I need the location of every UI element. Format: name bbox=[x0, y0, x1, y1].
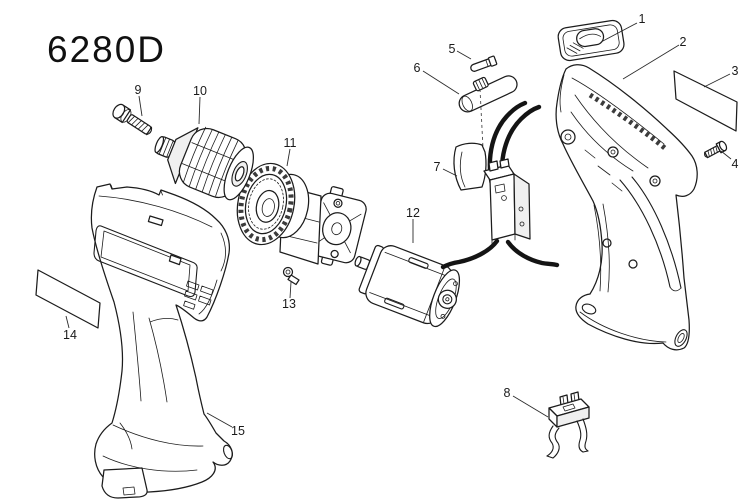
part-label-10: 10 bbox=[193, 84, 207, 98]
part-label-9: 9 bbox=[135, 83, 142, 97]
part-label-15: 15 bbox=[231, 424, 245, 438]
leader-10 bbox=[198, 96, 201, 125]
leader-13 bbox=[289, 281, 292, 299]
part-label-12: 12 bbox=[406, 206, 420, 220]
part-8-battery-terminal-drawing bbox=[546, 391, 590, 459]
part-12-motor-drawing bbox=[354, 244, 461, 328]
part-5-pin-drawing bbox=[470, 55, 498, 72]
part-label-8: 8 bbox=[504, 386, 511, 400]
leader-9 bbox=[138, 95, 143, 117]
leader-11 bbox=[286, 148, 291, 167]
part-label-14: 14 bbox=[63, 328, 77, 342]
part-14-side-label-drawing bbox=[35, 269, 101, 329]
model-number: 6280D bbox=[47, 29, 166, 70]
part-6-alignment-dashed-line bbox=[479, 88, 484, 149]
leader-15 bbox=[206, 412, 233, 428]
leader-5 bbox=[456, 50, 472, 60]
part-label-13: 13 bbox=[282, 297, 296, 311]
part-label-2: 2 bbox=[680, 35, 687, 49]
part-10-drill-chuck-drawing bbox=[154, 126, 255, 201]
leader-1 bbox=[600, 22, 638, 43]
switch-wire-bottom-left bbox=[440, 238, 500, 270]
leader-4 bbox=[720, 150, 732, 160]
leader-3 bbox=[703, 73, 731, 88]
part-label-1: 1 bbox=[639, 12, 646, 26]
switch-wire-top-left bbox=[487, 100, 528, 188]
part-2-right-housing-drawing bbox=[555, 64, 698, 351]
part-label-7: 7 bbox=[434, 160, 441, 174]
leader-6 bbox=[422, 70, 460, 95]
part-11-gear-assembly-drawing bbox=[236, 162, 367, 266]
leader-7 bbox=[442, 168, 458, 177]
part-15-left-housing-drawing bbox=[90, 183, 234, 499]
part-label-4: 4 bbox=[732, 157, 739, 171]
part-label-6: 6 bbox=[414, 61, 421, 75]
leader-2 bbox=[622, 44, 680, 80]
part-4-tapping-screw-drawing bbox=[703, 140, 728, 159]
part-6-reversing-lever-drawing bbox=[458, 75, 518, 113]
part-13-screw-drawing bbox=[282, 266, 300, 286]
part-7-trigger-switch-drawing bbox=[440, 100, 560, 270]
part-label-3: 3 bbox=[732, 64, 739, 78]
switch-wire-bottom-right bbox=[505, 239, 560, 268]
leader-lines bbox=[65, 22, 732, 428]
part-label-11: 11 bbox=[284, 136, 297, 150]
leader-8 bbox=[512, 395, 549, 418]
part-1-switch-button-plate-drawing bbox=[557, 19, 625, 62]
part-9-screw-drawing bbox=[112, 103, 153, 136]
part-3-nameplate-drawing bbox=[673, 70, 738, 132]
leader-14 bbox=[65, 315, 70, 329]
part-number-labels: 1 2 3 4 5 6 7 8 9 10 11 12 13 14 15 bbox=[63, 12, 738, 438]
part-label-5: 5 bbox=[449, 42, 456, 56]
